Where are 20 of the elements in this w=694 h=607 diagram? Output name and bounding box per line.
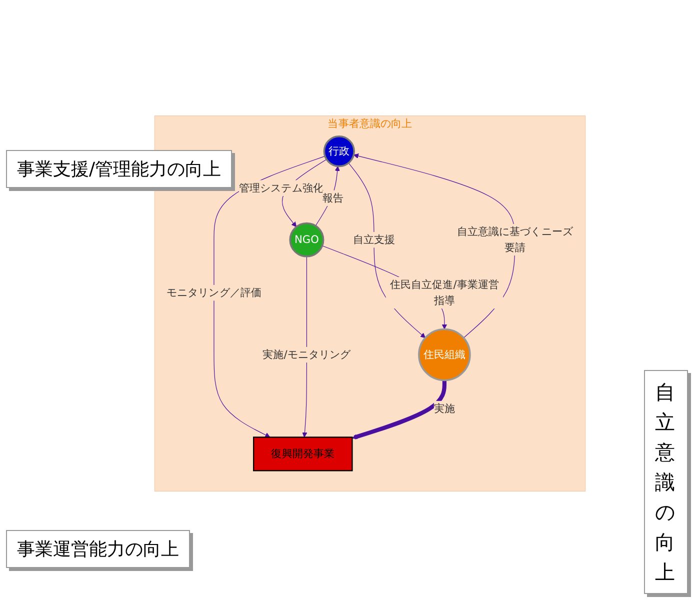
edge-label: 実施/モニタリング <box>262 348 351 361</box>
edge-label: 自立支援 <box>352 234 396 246</box>
note-box: 事業運営能力の向上 <box>6 530 190 568</box>
edge-label: 実施 <box>434 402 456 415</box>
arrow <box>348 162 426 338</box>
node-box: 復興開発事業 <box>253 436 353 472</box>
edge-label: 報告 <box>322 192 344 204</box>
arrow <box>352 380 446 440</box>
edge-label: モニタリング／評価 <box>166 286 262 299</box>
node-circle: 行政 <box>323 135 355 168</box>
node-circle: 住民組織 <box>418 328 471 382</box>
edge-label: 住民自立促進/事業運営指導 <box>390 278 500 307</box>
arrow <box>302 256 308 438</box>
note-box: 事業支援/管理能力の向上 <box>6 150 232 188</box>
edge-label: 自立意識に基づくニーズ要請 <box>456 226 573 254</box>
arrow <box>214 156 326 438</box>
arrow <box>353 154 516 338</box>
edge-label: 管理システム強化 <box>238 182 324 194</box>
node-circle: NGO <box>289 222 324 258</box>
note-box: 自立意識の向上 <box>644 370 688 594</box>
